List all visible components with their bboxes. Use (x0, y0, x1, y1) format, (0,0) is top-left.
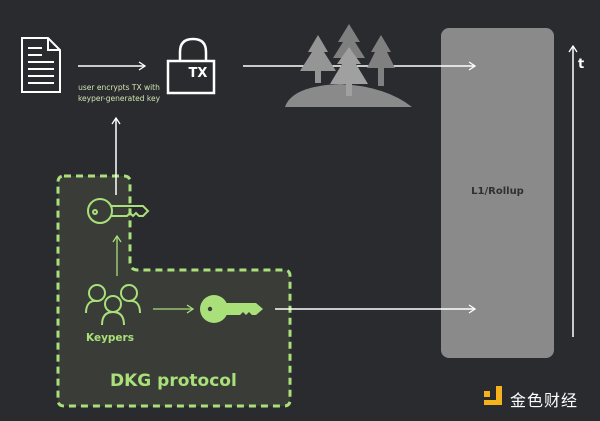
time-axis-label: t (578, 57, 585, 72)
document-icon (21, 37, 61, 93)
watermark-logo-icon (484, 386, 502, 405)
chain-box (441, 28, 554, 358)
forest-icon (285, 24, 412, 107)
key-outline-icon (87, 198, 150, 224)
key-filled-icon (200, 295, 263, 323)
encrypt-caption: user encrypts TX with keyper-generated k… (77, 83, 161, 103)
padlock-icon (166, 37, 216, 95)
watermark-text: 金色财经 (510, 391, 579, 410)
dkg-protocol-label: DKG protocol (110, 371, 237, 391)
keypers-group-icon (85, 284, 141, 326)
dkg-protocol-region (56, 174, 292, 408)
chain-label: L1/Rollup (471, 186, 524, 197)
tx-label: TX (188, 66, 208, 81)
keypers-label: Keypers (86, 332, 134, 344)
